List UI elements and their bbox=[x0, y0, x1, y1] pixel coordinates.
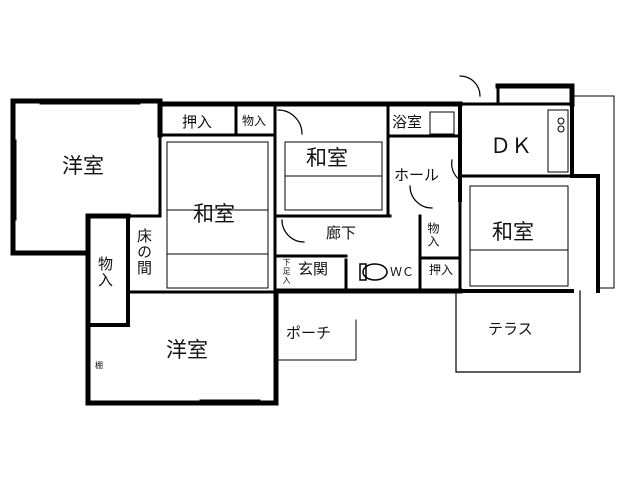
room-label-dk: ＤＫ bbox=[490, 134, 532, 158]
terrace-outline bbox=[455, 290, 581, 373]
storage-label-shoe-box: 下足入 bbox=[282, 258, 291, 285]
storage-label-mono-left: 物入 bbox=[96, 256, 114, 288]
area-label-entrance: 玄関 bbox=[298, 260, 329, 278]
room-label-western-top: 洋室 bbox=[62, 154, 104, 178]
room-label-japanese-right: 和室 bbox=[492, 220, 534, 244]
door-swing bbox=[277, 75, 481, 243]
exterior-wall-top bbox=[157, 83, 575, 107]
area-label-corridor: 廊下 bbox=[326, 224, 357, 242]
storage-label-oshiire-right: 押入 bbox=[429, 263, 454, 277]
exterior-wall-bottom bbox=[85, 213, 463, 406]
dk-wall bbox=[458, 84, 574, 106]
storage-label-mono-top: 物入 bbox=[242, 114, 267, 128]
area-label-bath: 浴室 bbox=[392, 113, 423, 131]
area-label-hall: ホール bbox=[394, 166, 440, 184]
area-label-porch: ポーチ bbox=[286, 324, 332, 342]
right-extension bbox=[571, 95, 615, 289]
storage-label-shelf: 棚 bbox=[95, 361, 103, 370]
area-label-wc: ＷＣ bbox=[390, 265, 415, 279]
window-lines bbox=[12, 100, 261, 404]
room-label-japanese-center: 和室 bbox=[193, 202, 235, 226]
exterior-wall-right bbox=[458, 102, 600, 293]
porch-lines bbox=[275, 319, 357, 361]
room-label-western-bottom: 洋室 bbox=[166, 338, 208, 362]
room-label-japanese-top: 和室 bbox=[306, 146, 348, 170]
tatami-lines bbox=[166, 141, 569, 289]
storage-label-mono-small: 物入 bbox=[426, 222, 440, 248]
interior-walls bbox=[126, 99, 574, 294]
exterior-wall-left-lower bbox=[86, 214, 130, 327]
area-label-terrace: テラス bbox=[488, 320, 533, 338]
storage-label-tokonoma: 床の間 bbox=[135, 228, 153, 276]
storage-label-oshiire-top: 押入 bbox=[182, 113, 213, 131]
dk-counter bbox=[547, 109, 569, 173]
bath-tub bbox=[429, 111, 455, 135]
